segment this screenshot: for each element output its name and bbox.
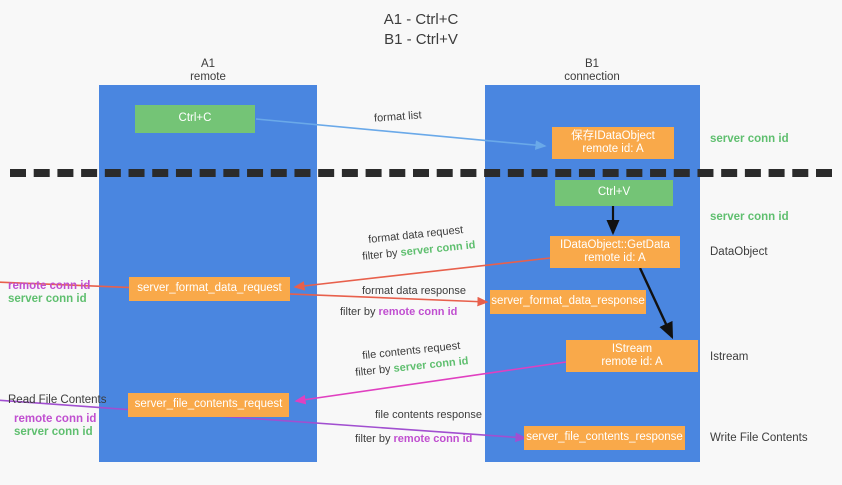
box-getdata-line2: remote id: A [584, 252, 646, 264]
annotation-left-server-conn-id-1: server conn id [8, 293, 87, 305]
page-title: A1 - Ctrl+C B1 - Ctrl+V [0, 10, 842, 50]
phase-divider [10, 169, 832, 177]
column-a1-sub: remote [190, 71, 226, 83]
box-save-idataobject[interactable]: 保存IDataObject remote id: A [552, 127, 674, 159]
filter-prefix-1: filter by [361, 246, 402, 263]
box-idataobject-getdata[interactable]: IDataObject::GetData remote id: A [550, 236, 680, 268]
edge-label-format-data-response: format data response [362, 285, 466, 297]
filter-prefix-2: filter by [340, 306, 379, 318]
annotation-read-file-contents: Read File Contents [8, 394, 107, 406]
box-server-file-contents-request[interactable]: server_file_contents_request [128, 393, 289, 417]
box-ctrl-c[interactable]: Ctrl+C [135, 105, 255, 133]
filter-value-4: remote conn id [393, 433, 473, 445]
annotation-istream: Istream [710, 351, 749, 363]
edge-label-format-data-response-filter: filter by remote conn id [340, 305, 457, 319]
annotation-server-conn-id-top: server conn id [710, 133, 789, 145]
annotation-write-file-contents: Write File Contents [710, 432, 808, 444]
box-save-idataobject-line2: remote id: A [582, 143, 644, 155]
column-b1-name: B1 [584, 58, 600, 70]
annotation-dataobject: DataObject [710, 246, 768, 258]
box-server-format-data-response[interactable]: server_format_data_response [490, 290, 646, 314]
title-line-1: A1 - Ctrl+C [383, 11, 459, 28]
edge-label-format-list: format list [373, 109, 423, 125]
column-b1-sub: connection [564, 71, 620, 83]
filter-prefix-3: filter by [354, 362, 395, 379]
box-ctrl-v[interactable]: Ctrl+V [555, 180, 673, 206]
box-getdata-line1: IDataObject::GetData [560, 238, 670, 251]
annotation-server-conn-id-mid: server conn id [710, 211, 789, 223]
box-server-file-contents-response[interactable]: server_file_contents_response [524, 426, 685, 450]
filter-value-2: remote conn id [378, 306, 458, 318]
edge-label-file-contents-response: file contents response [375, 409, 483, 421]
annotation-left-server-conn-id-2: server conn id [14, 426, 93, 438]
title-line-2: B1 - Ctrl+V [384, 31, 458, 48]
annotation-left-remote-conn-id-1: remote conn id [8, 280, 91, 292]
box-istream[interactable]: IStream remote id: A [566, 340, 698, 372]
filter-prefix-4: filter by [355, 433, 394, 445]
box-server-format-data-request[interactable]: server_format_data_request [129, 277, 290, 301]
annotation-left-remote-conn-id-2: remote conn id [14, 413, 97, 425]
column-header-b1: B1 connection [528, 58, 656, 84]
edge-label-file-contents-response-filter: filter by remote conn id [355, 432, 472, 446]
box-istream-line1: IStream [611, 342, 653, 355]
column-a1-name: A1 [200, 58, 216, 70]
column-header-a1: A1 remote [144, 58, 272, 84]
box-save-idataobject-line1: 保存IDataObject [571, 129, 655, 142]
box-istream-line2: remote id: A [601, 356, 663, 368]
